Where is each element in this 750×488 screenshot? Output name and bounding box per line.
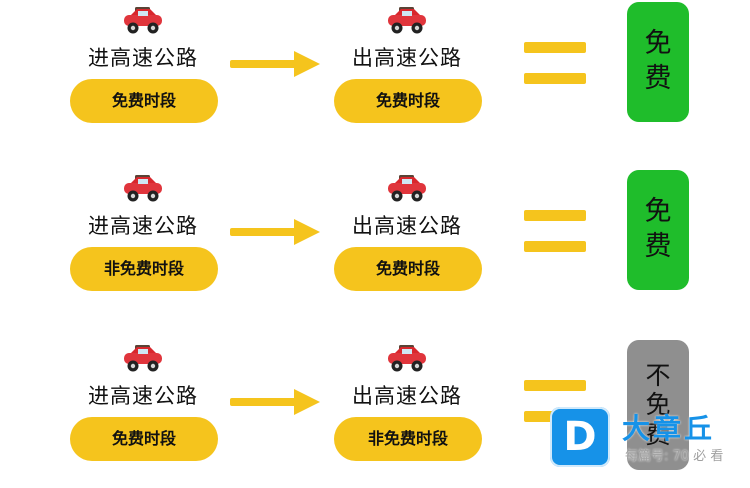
right-arrow-icon — [230, 51, 320, 77]
scenario-row-1: 进高速公路 免费时段 出高速公路 免费时段 免 费 — [0, 0, 750, 150]
exit-label: 出高速公路 — [352, 214, 462, 238]
entry-label: 进高速公路 — [88, 384, 198, 408]
watermark-title: 大章丘 — [622, 412, 716, 445]
exit-label: 出高速公路 — [352, 46, 462, 70]
watermark-subtitle: 每篇号: 70 必 看 — [625, 449, 724, 464]
result-line-1: 免 — [644, 28, 672, 60]
exit-period-badge: 免费时段 — [334, 247, 482, 291]
right-arrow-icon — [230, 219, 320, 245]
free-result-badge: 免 费 — [627, 2, 689, 122]
equals-bar-top — [524, 42, 586, 53]
result-line-2: 免 — [645, 390, 671, 420]
red-car-icon — [124, 175, 162, 202]
red-car-icon — [388, 345, 426, 372]
free-result-badge: 免 费 — [627, 170, 689, 290]
entry-period-badge: 免费时段 — [70, 79, 218, 123]
result-line-1: 免 — [644, 196, 672, 228]
result-line-2: 费 — [644, 63, 672, 94]
result-line-2: 费 — [644, 231, 672, 262]
red-car-icon — [388, 7, 426, 34]
entry-period-badge: 非免费时段 — [70, 247, 218, 291]
scenario-row-3: 进高速公路 免费时段 出高速公路 非免费时段 不 免 费 — [0, 338, 750, 488]
exit-period-badge: 非免费时段 — [334, 417, 482, 461]
entry-period-badge: 免费时段 — [70, 417, 218, 461]
scenario-row-2: 进高速公路 非免费时段 出高速公路 免费时段 免 费 — [0, 168, 750, 318]
equals-bar-top — [524, 380, 586, 391]
red-car-icon — [388, 175, 426, 202]
result-line-3: 费 — [645, 419, 671, 449]
exit-label: 出高速公路 — [352, 384, 462, 408]
watermark-logo-icon: D — [550, 407, 610, 467]
equals-bar-bottom — [524, 241, 586, 252]
equals-sign-icon — [524, 210, 586, 252]
result-line-1: 不 — [645, 360, 671, 390]
entry-label: 进高速公路 — [88, 46, 198, 70]
entry-label: 进高速公路 — [88, 214, 198, 238]
exit-period-badge: 免费时段 — [334, 79, 482, 123]
not-free-result-badge: 不 免 费 — [627, 340, 689, 470]
equals-sign-icon — [524, 42, 586, 84]
red-car-icon — [124, 345, 162, 372]
watermark: D 大章丘 每篇号: 70 必 看 — [550, 405, 750, 469]
right-arrow-icon — [230, 389, 320, 415]
red-car-icon — [124, 7, 162, 34]
equals-bar-bottom — [524, 73, 586, 84]
equals-bar-top — [524, 210, 586, 221]
